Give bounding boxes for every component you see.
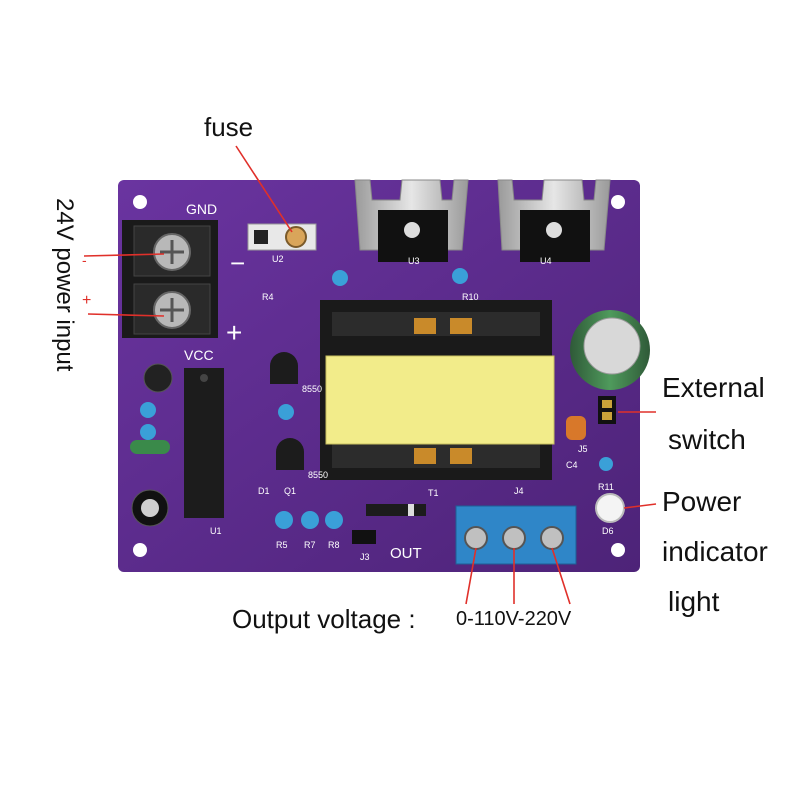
- power-input-callout: 24V power input: [51, 198, 78, 372]
- plus-pointer-line: [87, 313, 165, 317]
- terminal-screw: [464, 526, 488, 550]
- silk-r7: R7: [304, 540, 316, 550]
- silk-j5: J5: [578, 444, 588, 454]
- silk-8550b: 8550: [308, 470, 328, 480]
- power-led: [595, 493, 625, 523]
- output-terminal-block: [455, 505, 577, 565]
- fuse-holder: [247, 223, 317, 251]
- silk-c4: C4: [566, 460, 578, 470]
- ceramic-capacitor: [140, 424, 156, 440]
- mounting-hole: [611, 195, 625, 209]
- transistor: [276, 438, 304, 470]
- led-pointer-line: [623, 503, 657, 509]
- output-voltage-callout: Output voltage :: [232, 604, 416, 634]
- silk-vcc: VCC: [184, 347, 214, 363]
- external-switch-callout-line1: External: [662, 372, 765, 403]
- mounting-hole: [133, 195, 147, 209]
- ceramic-capacitor: [452, 268, 468, 284]
- silk-r5: R5: [276, 540, 288, 550]
- transformer-t1: [320, 300, 555, 480]
- silk-plus: +: [226, 317, 242, 348]
- output-pointer-line: [465, 547, 477, 605]
- ceramic-capacitor: [275, 511, 293, 529]
- ceramic-capacitor: [325, 511, 343, 529]
- silk-minus: −: [230, 248, 245, 278]
- silk-r10: R10: [462, 292, 479, 302]
- silk-u3: U3: [408, 256, 420, 266]
- silk-u4: U4: [540, 256, 552, 266]
- power-indicator-callout-line3: light: [668, 586, 720, 617]
- heatsink-u3: [354, 179, 469, 262]
- heatsink-u4: [497, 179, 611, 262]
- silk-q1: Q1: [284, 486, 296, 496]
- silk-8550a: 8550: [302, 384, 322, 394]
- orange-capacitor: [566, 416, 586, 440]
- minus-pointer-line: [83, 253, 165, 257]
- ceramic-capacitor: [301, 511, 319, 529]
- mounting-hole: [133, 543, 147, 557]
- output-range-callout: 0-110V-220V: [456, 608, 572, 630]
- input-terminal-block: [122, 220, 218, 338]
- fuse-callout: fuse: [204, 112, 254, 142]
- ceramic-capacitor: [332, 270, 348, 286]
- silk-j3: J3: [360, 552, 370, 562]
- diode: [366, 504, 426, 516]
- output-pointer-line: [551, 547, 571, 605]
- power-indicator-callout-line1: Power: [662, 486, 742, 517]
- ceramic-capacitor: [278, 404, 294, 420]
- silk-r4: R4: [262, 292, 274, 302]
- ceramic-capacitor: [599, 457, 613, 471]
- silk-t1: T1: [428, 488, 439, 498]
- fuse-pointer-line: [235, 145, 293, 233]
- jumper-j3: [352, 530, 376, 544]
- silk-r11: R11: [598, 482, 614, 492]
- ceramic-capacitor: [140, 402, 156, 418]
- green-capacitor: [130, 440, 170, 454]
- silk-gnd: GND: [186, 201, 217, 217]
- small-capacitor: [143, 363, 173, 393]
- fuse: [285, 226, 307, 248]
- minus-callout: -: [82, 252, 87, 268]
- silk-j4: J4: [514, 486, 524, 496]
- terminal-screw: [502, 526, 526, 550]
- electrolytic-capacitor: [570, 310, 650, 390]
- silk-r8: R8: [328, 540, 340, 550]
- terminal-screw: [540, 526, 564, 550]
- mounting-hole: [611, 543, 625, 557]
- silk-d1: D1: [258, 486, 270, 496]
- ic-u1: [184, 368, 224, 518]
- silk-out: OUT: [390, 545, 422, 562]
- silk-u1: U1: [210, 526, 222, 536]
- plus-callout: +: [82, 292, 92, 309]
- transistor: [270, 352, 298, 384]
- silk-d6: D6: [602, 526, 614, 536]
- external-switch-callout-line2: switch: [668, 424, 746, 455]
- silk-u2: U2: [272, 254, 284, 264]
- power-indicator-callout-line2: indicator: [662, 536, 768, 567]
